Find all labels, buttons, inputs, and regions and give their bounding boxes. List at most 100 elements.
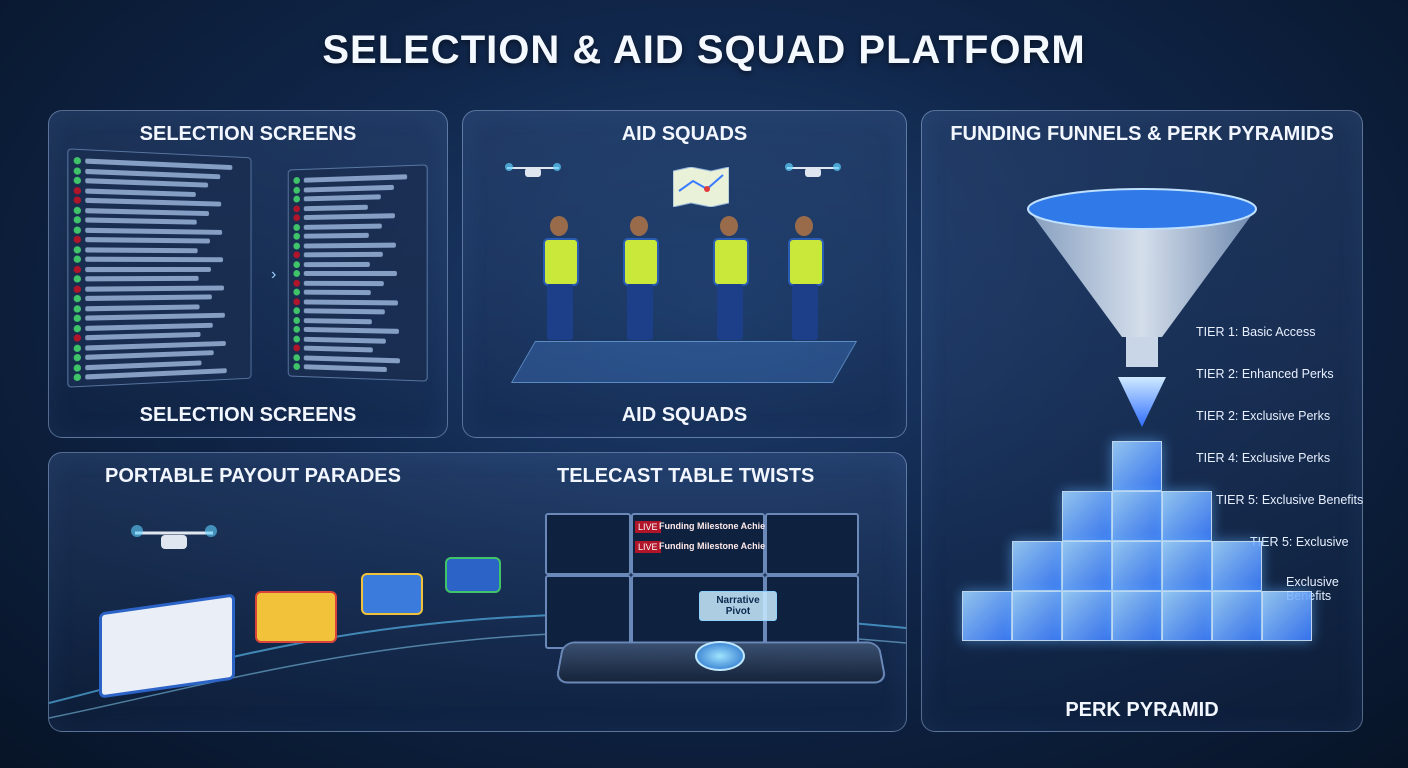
selection-screen-left[interactable] <box>67 148 252 388</box>
list-line <box>85 197 222 207</box>
monitor-presenter-2[interactable] <box>765 575 859 649</box>
status-dot <box>73 275 82 283</box>
list-line <box>85 285 224 292</box>
list-line <box>303 261 370 267</box>
status-dot <box>293 195 301 203</box>
list-line <box>303 364 387 373</box>
status-dot <box>293 223 301 231</box>
perk-cube <box>1162 491 1212 541</box>
list-line <box>85 237 210 244</box>
list-line <box>303 289 371 296</box>
list-line <box>303 251 383 258</box>
list-line <box>303 299 398 305</box>
perk-cube <box>1212 541 1262 591</box>
perk-cube <box>1162 591 1212 641</box>
status-dot <box>293 288 301 296</box>
list-line <box>303 326 399 334</box>
control-dial[interactable] <box>695 641 745 671</box>
list-line <box>85 246 198 253</box>
tier-label: TIER 4: Exclusive Perks <box>1196 451 1331 465</box>
status-dot <box>293 242 301 250</box>
perk-cube <box>1212 591 1262 641</box>
perk-cube <box>1062 541 1112 591</box>
status-dot <box>73 225 82 234</box>
perk-cube <box>1012 591 1062 641</box>
list-line <box>85 303 200 311</box>
status-dot <box>293 176 301 185</box>
status-dot <box>293 251 301 259</box>
funding-panel-title: FUNDING FUNNELS & PERK PYRAMIDS <box>950 123 1334 145</box>
aid-panel-caption: AID SQUADS <box>621 404 748 426</box>
status-dot <box>73 216 82 224</box>
status-dot <box>73 245 82 253</box>
list-line <box>85 312 225 321</box>
status-dot <box>73 324 82 332</box>
list-line <box>85 207 210 216</box>
status-dot <box>293 307 301 315</box>
list-line <box>85 227 223 235</box>
list-line <box>85 187 196 197</box>
payout-truck[interactable] <box>445 557 501 593</box>
monitor-ticker[interactable]: LIVE Funding Milestone Achieved LIVE Fun… <box>631 513 781 575</box>
list-line <box>303 317 372 324</box>
perk-cube <box>1262 591 1312 641</box>
list-line <box>85 350 214 360</box>
list-line <box>303 345 373 353</box>
status-dot <box>293 279 301 287</box>
list-line <box>85 294 212 302</box>
status-dot <box>73 285 82 293</box>
perk-pyramid-caption: PERK PYRAMID <box>1065 699 1219 721</box>
page-title: SELECTION & AID SQUAD PLATFORM <box>322 28 1086 72</box>
perk-cube <box>1112 591 1162 641</box>
status-dot <box>293 270 301 277</box>
perk-cube <box>1112 541 1162 591</box>
list-line <box>303 242 396 248</box>
list-line <box>85 340 226 351</box>
list-line <box>85 359 202 370</box>
status-dot <box>73 156 82 165</box>
list-line <box>85 256 224 263</box>
list-line <box>85 217 197 225</box>
hologram-floor <box>510 341 858 383</box>
monitor-anchor[interactable] <box>545 513 631 575</box>
status-dot <box>73 235 82 244</box>
status-dot <box>73 294 82 303</box>
status-dot <box>293 353 301 361</box>
monitor-list[interactable] <box>545 575 631 649</box>
monitor-stats[interactable] <box>765 513 859 575</box>
status-dot <box>293 232 301 240</box>
status-dot <box>73 334 82 342</box>
status-dot <box>73 186 82 195</box>
perk-cube <box>1162 541 1212 591</box>
payout-telecast-panel: PORTABLE PAYOUT PARADES TELECAST TABLE T… <box>48 452 907 732</box>
payout-truck[interactable] <box>361 573 423 615</box>
status-dot <box>293 297 301 305</box>
funding-panel: FUNDING FUNNELS & PERK PYRAMIDS TIER 1: … <box>921 110 1363 732</box>
list-line <box>85 158 233 170</box>
status-dot <box>73 196 82 204</box>
selection-screen-right[interactable] <box>287 164 428 382</box>
list-line <box>303 194 381 202</box>
status-dot <box>293 335 301 343</box>
list-line <box>303 232 369 239</box>
list-line <box>85 168 221 179</box>
hologram-label: Narrative Pivot <box>699 591 777 621</box>
map-icon <box>673 167 729 207</box>
live-badge: LIVE <box>635 521 661 533</box>
status-dot <box>73 353 82 362</box>
status-dot <box>73 304 82 313</box>
ticker-text: Funding Milestone Achieved <box>659 541 781 551</box>
perk-cube <box>1012 541 1062 591</box>
list-line <box>303 184 394 193</box>
tier-label: TIER 5: Exclusive Benefits <box>1216 493 1364 507</box>
status-dot <box>293 204 301 212</box>
list-line <box>85 331 201 341</box>
list-line <box>85 322 213 331</box>
selection-panel-caption: SELECTION SCREENS <box>139 404 357 426</box>
list-line <box>85 266 211 272</box>
payout-truck[interactable] <box>255 591 337 643</box>
selection-panel-title: SELECTION SCREENS <box>139 123 357 145</box>
ticker-text: Funding Milestone Achieved <box>659 521 781 531</box>
status-dot <box>293 325 301 333</box>
selection-screens-panel: SELECTION SCREENS › SELECTION SCREENS <box>48 110 448 438</box>
